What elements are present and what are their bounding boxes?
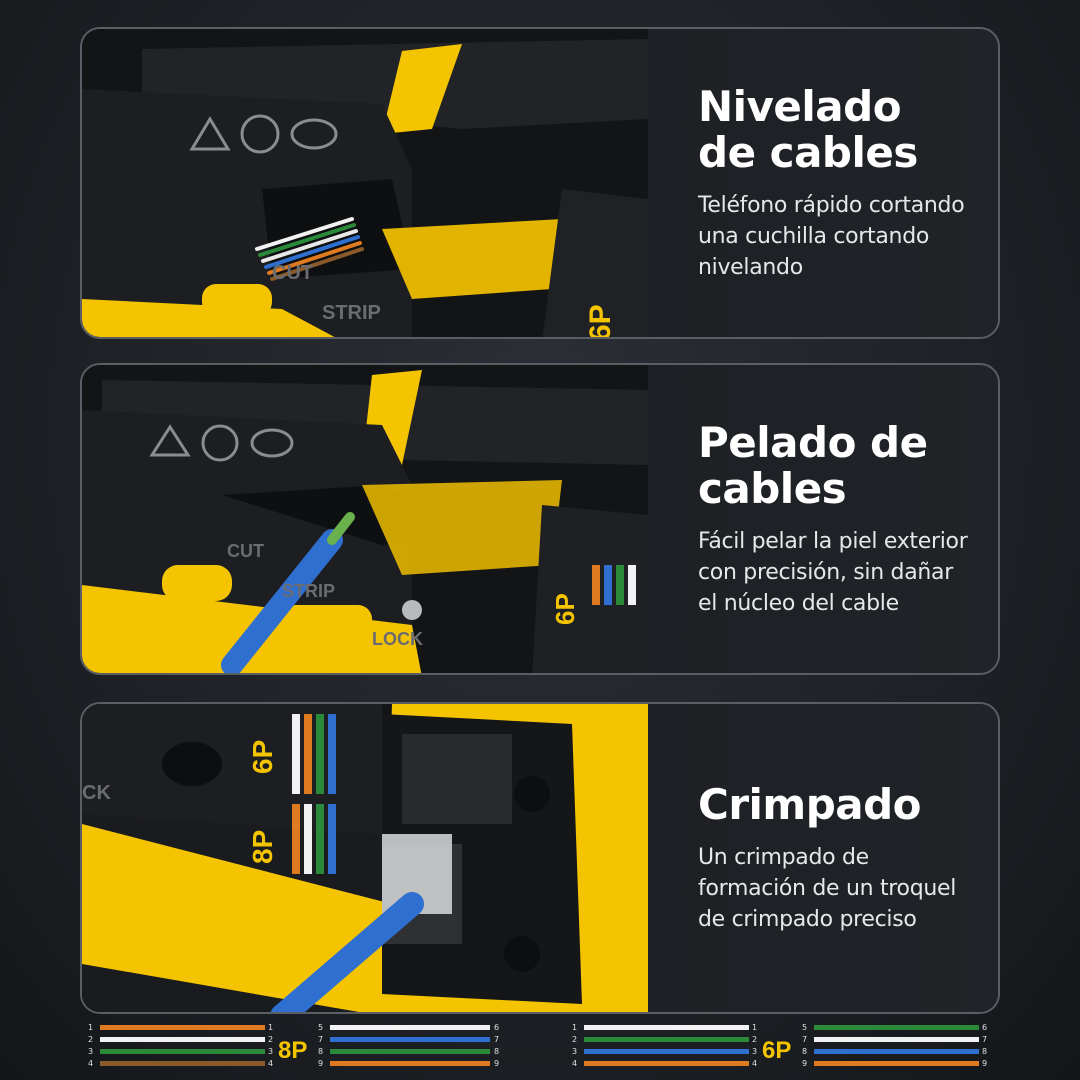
cut-engraving: CUT <box>272 262 313 284</box>
svg-text:5: 5 <box>318 1023 323 1032</box>
feature-text-leveling: Nivelado de cables Teléfono rápido corta… <box>648 29 998 337</box>
svg-text:3: 3 <box>572 1047 577 1056</box>
svg-text:7: 7 <box>802 1035 807 1044</box>
8p-tag: 8P <box>278 1037 307 1064</box>
feature-description: Teléfono rápido cortando una cuchilla co… <box>698 192 965 280</box>
svg-text:9: 9 <box>802 1059 807 1068</box>
svg-text:2: 2 <box>572 1035 577 1044</box>
feature-title: Crimpado <box>698 779 922 829</box>
svg-text:8: 8 <box>982 1047 987 1056</box>
feature-card-cable-stripping: CUT STRIP LOCK 6P Pelado de cables Fácil… <box>80 363 1000 675</box>
svg-text:4: 4 <box>88 1059 93 1068</box>
tool-photo-stripping: CUT STRIP LOCK 6P <box>82 365 648 673</box>
svg-text:7: 7 <box>982 1035 987 1044</box>
wiring-color-strip: 1 2 3 4 1 2 3 4 8P 5 7 8 9 6 7 8 9 <box>80 1020 1000 1072</box>
tool-photo-crimping: 8P 6P CK <box>82 704 648 1012</box>
feature-text-crimping: Crimpado Un crimpado de formación de un … <box>648 704 998 1012</box>
6p-label: 6P <box>550 593 580 625</box>
feature-description: Un crimpado de formación de un troquel d… <box>698 844 957 932</box>
cut-engraving: CUT <box>227 541 264 561</box>
svg-text:6: 6 <box>982 1023 987 1032</box>
svg-text:9: 9 <box>318 1059 323 1068</box>
svg-text:2: 2 <box>268 1035 273 1044</box>
lock-engraving-partial: CK <box>82 782 111 804</box>
svg-text:1: 1 <box>88 1023 93 1032</box>
lock-engraving: LOCK <box>372 629 423 649</box>
svg-text:4: 4 <box>572 1059 577 1068</box>
feature-card-crimping: 8P 6P CK Crimpado Un crimpado de formaci… <box>80 702 1000 1014</box>
feature-card-cable-leveling: CUT STRIP 6P Nivelado de cables Teléfono… <box>80 27 1000 339</box>
svg-text:3: 3 <box>88 1047 93 1056</box>
crimper-illustration: CUT STRIP LOCK 6P <box>82 365 648 673</box>
6p-tag: 6P <box>762 1037 791 1064</box>
crimper-illustration: CUT STRIP 6P <box>82 29 648 337</box>
svg-text:9: 9 <box>982 1059 987 1068</box>
svg-text:9: 9 <box>494 1059 499 1068</box>
svg-text:3: 3 <box>268 1047 273 1056</box>
svg-text:1: 1 <box>752 1023 757 1032</box>
6p-label: 6P <box>584 304 617 337</box>
svg-text:1: 1 <box>268 1023 273 1032</box>
svg-text:4: 4 <box>752 1059 757 1068</box>
svg-text:7: 7 <box>318 1035 323 1044</box>
feature-description: Fácil pelar la piel exterior con precisi… <box>698 528 968 616</box>
strip-engraving: STRIP <box>322 302 381 324</box>
svg-text:7: 7 <box>494 1035 499 1044</box>
feature-title: Nivelado de cables <box>698 81 918 177</box>
svg-text:6: 6 <box>494 1023 499 1032</box>
feature-title: Pelado de cables <box>698 417 928 513</box>
svg-text:8: 8 <box>318 1047 323 1056</box>
feature-text-stripping: Pelado de cables Fácil pelar la piel ext… <box>648 365 998 673</box>
svg-text:4: 4 <box>268 1059 273 1068</box>
svg-text:8: 8 <box>494 1047 499 1056</box>
strip-engraving: STRIP <box>282 581 335 601</box>
svg-text:8: 8 <box>802 1047 807 1056</box>
wiring-group-8p: 1 2 3 4 1 2 3 4 8P 5 7 8 9 6 7 8 9 <box>88 1023 499 1068</box>
svg-text:2: 2 <box>88 1035 93 1044</box>
wiring-group-6p: 1 2 3 4 1 2 3 4 6P 5 7 8 9 6 7 8 9 <box>572 1023 987 1068</box>
6p-label: 6P <box>247 740 278 774</box>
crimper-illustration: 8P 6P CK <box>82 704 648 1012</box>
wiring-diagram: 1 2 3 4 1 2 3 4 8P 5 7 8 9 6 7 8 9 <box>88 1023 987 1068</box>
svg-text:5: 5 <box>802 1023 807 1032</box>
tool-photo-leveling: CUT STRIP 6P <box>82 29 648 337</box>
svg-text:2: 2 <box>752 1035 757 1044</box>
8p-label: 8P <box>247 830 278 864</box>
svg-text:1: 1 <box>572 1023 577 1032</box>
svg-text:3: 3 <box>752 1047 757 1056</box>
